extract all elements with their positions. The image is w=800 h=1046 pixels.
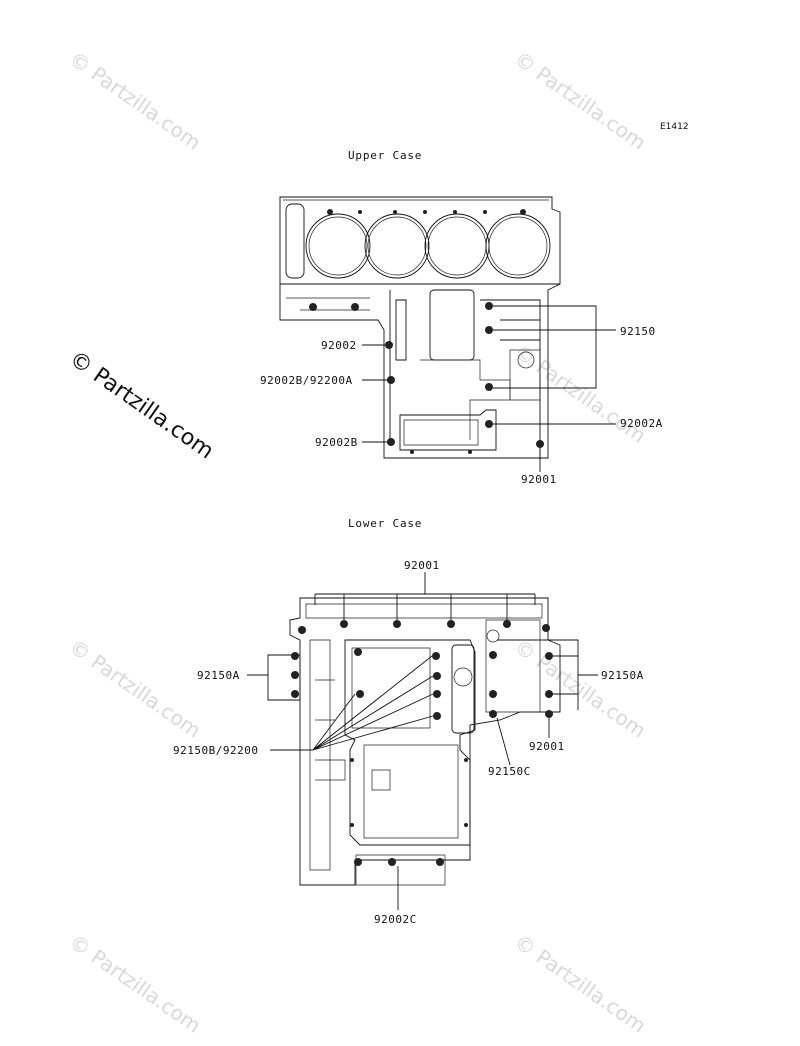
- lower-case-title: Lower Case: [348, 517, 422, 530]
- label-92150a-left: 92150A: [197, 669, 240, 682]
- label-92002c: 92002C: [374, 913, 417, 926]
- upper-case-title: Upper Case: [348, 149, 422, 162]
- lower-case-drawing: [247, 572, 598, 910]
- watermark-lower-left: © Partzilla.com: [65, 634, 205, 742]
- watermark-main: © Partzilla.com: [65, 346, 218, 464]
- diagram-code: E1412: [660, 122, 689, 132]
- upper-case-drawing: [279, 196, 616, 472]
- label-92002b-92200a: 92002B/92200A: [260, 374, 353, 387]
- label-92001-lower-top: 92001: [404, 559, 440, 572]
- label-92150b-92200: 92150B/92200: [173, 744, 258, 757]
- label-92001-upper: 92001: [521, 473, 557, 486]
- label-92150c: 92150C: [488, 765, 531, 778]
- label-92150a-right: 92150A: [601, 669, 644, 682]
- watermark-bottom-left: © Partzilla.com: [65, 929, 205, 1037]
- watermark-top-left: © Partzilla.com: [65, 46, 205, 154]
- label-92002a: 92002A: [620, 417, 663, 430]
- watermark-lower-right: © Partzilla.com: [510, 634, 650, 742]
- watermark-top-right: © Partzilla.com: [510, 46, 650, 154]
- label-92002: 92002: [321, 339, 357, 352]
- watermark-mid-right: © Partzilla.com: [510, 339, 650, 447]
- label-92002b: 92002B: [315, 436, 358, 449]
- watermarks: © Partzilla.com © Partzilla.com © Partzi…: [65, 46, 651, 1037]
- label-92150: 92150: [620, 325, 656, 338]
- label-92001-lower-right: 92001: [529, 740, 565, 753]
- watermark-bottom-right: © Partzilla.com: [510, 929, 650, 1037]
